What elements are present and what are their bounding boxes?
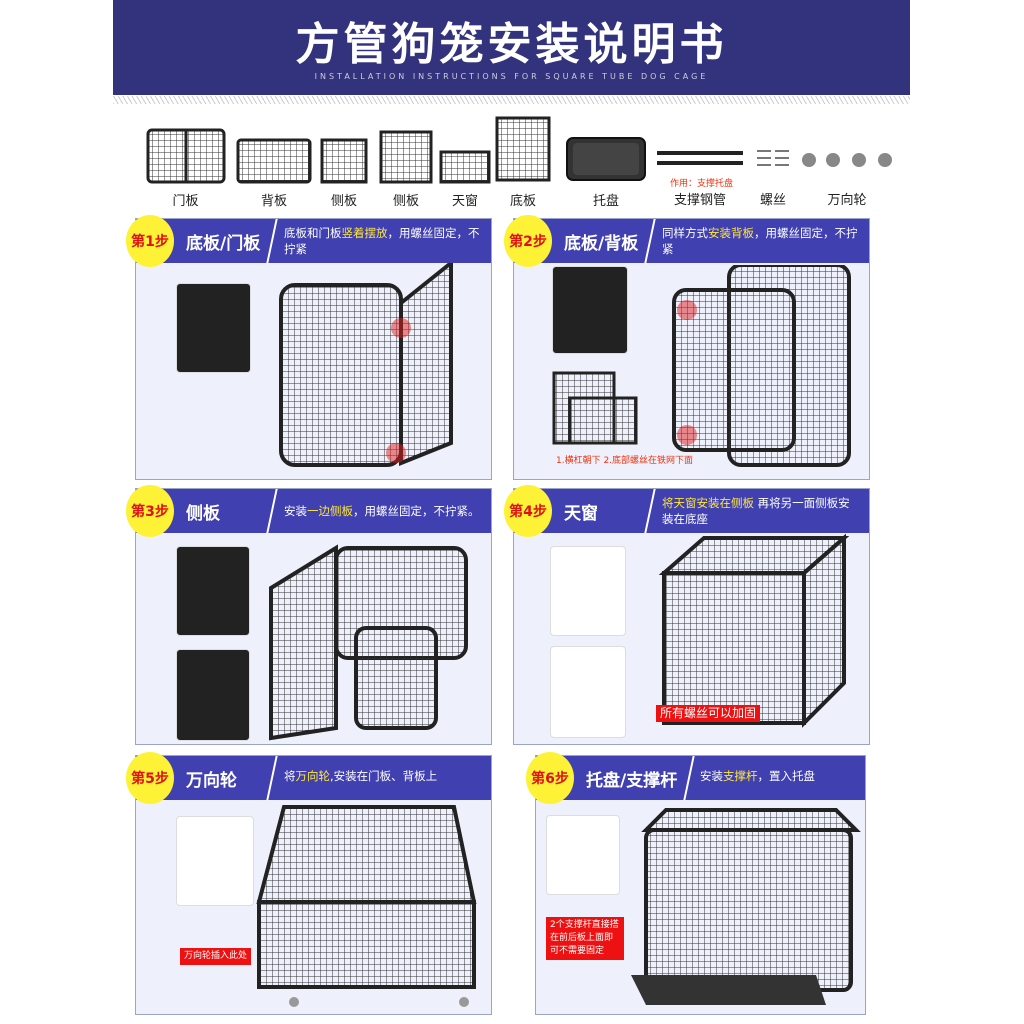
screws-icon [757, 150, 789, 166]
side-panel-icon [320, 138, 368, 184]
detail-image [552, 266, 628, 354]
part-tray: 托盘 [563, 136, 649, 209]
step-3-panel: 第3步侧板 安装一边侧板，用螺丝固定，不拧紧。 [126, 485, 492, 745]
step-5-panel: 第5步万向轮 将万向轮,安装在门板、背板上 万向轮插入此处 [126, 752, 492, 1015]
door-panel-icon [146, 128, 225, 184]
detail-image [176, 649, 250, 741]
step-name: 托盘/支撑杆 [586, 771, 678, 791]
step-badge: 第2步 [504, 215, 552, 267]
step-description: 将天窗安装在侧板 再将另一面侧板安装在底座 [662, 496, 850, 526]
part-back-panel: 背板 [234, 138, 314, 209]
detail-image [176, 546, 250, 636]
step-5-note: 万向轮插入此处 [180, 948, 252, 965]
step-4-note: 所有螺丝可以加固 [656, 705, 761, 722]
step-badge: 第6步 [526, 752, 574, 804]
detail-image [550, 646, 626, 738]
part-caster-wheels: 万向轮 [798, 150, 896, 208]
cage-illustration [279, 263, 453, 467]
step-name: 侧板 [186, 504, 220, 524]
step-badge: 第5步 [126, 752, 174, 804]
step-name: 天窗 [564, 504, 598, 524]
step-description: 底板和门板竖着摆放，用螺丝固定，不拧紧 [284, 226, 480, 256]
cage-illustration [631, 808, 861, 1005]
caster-wheel-icon [802, 153, 892, 167]
step-description: 安装一边侧板，用螺丝固定，不拧紧。 [284, 504, 480, 518]
cage-illustration [269, 544, 468, 741]
step-1-panel: 第1步底板/门板 底板和门板竖着摆放，用螺丝固定，不拧紧 [126, 215, 492, 480]
skylight-panel-icon [439, 150, 491, 184]
cage-illustration [658, 533, 850, 728]
step-description: 将万向轮,安装在门板、背板上 [284, 769, 438, 783]
step-name: 万向轮 [186, 771, 237, 791]
step-2-panel: 第2步底板/背板 同样方式安装背板，用螺丝固定，不拧紧 1.横杠朝下 2.底部螺… [504, 215, 870, 480]
detail-image [546, 815, 620, 895]
part-bottom-panel: 底板 [493, 116, 553, 209]
tray-icon [566, 137, 646, 181]
detail-image [550, 546, 626, 636]
step-4-panel: 第4步天窗 将天窗安装在侧板 再将另一面侧板安装在底座 所有螺丝可以加固 [504, 485, 870, 745]
step-2-note: 1.横杠朝下 2.底部螺丝在铁网下面 [556, 456, 694, 466]
part-screws: 螺丝 [753, 148, 793, 208]
back-panel-icon [236, 138, 312, 184]
page-title: 方管狗笼安装说明书 [295, 19, 728, 70]
step-badge: 第4步 [504, 485, 552, 537]
step-badge: 第1步 [126, 215, 174, 267]
step-6-note: 2个支撑杆直接搭在前后板上面即可不需要固定 [546, 917, 624, 960]
step-6-panel: 第6步托盘/支撑杆 安装支撑杆，置入托盘 2个支撑杆直接搭在前后板上面即可不需要… [526, 752, 866, 1015]
step-description: 同样方式安装背板，用螺丝固定，不拧紧 [662, 226, 858, 256]
cage-illustration [672, 265, 851, 467]
part-support-tube: 作用：支撑托盘 支撑钢管 [654, 148, 746, 208]
detail-cage-image [552, 371, 638, 445]
part-side-panel: 侧板 [377, 130, 435, 209]
part-skylight-panel: 天窗 [437, 150, 493, 209]
detail-image [176, 283, 251, 373]
step-name: 底板/背板 [564, 234, 639, 254]
step-name: 底板/门板 [186, 234, 261, 254]
part-door-panel: 门板 [143, 128, 228, 209]
divider [113, 96, 910, 104]
detail-image [176, 816, 254, 906]
part-side-panel: 侧板 [318, 138, 370, 209]
page-header: 方管狗笼安装说明书 INSTALLATION INSTRUCTIONS FOR … [113, 0, 910, 95]
step-description: 安装支撑杆，置入托盘 [700, 769, 815, 783]
step-badge: 第3步 [126, 485, 174, 537]
side-panel-icon [379, 130, 433, 184]
cage-illustration [256, 805, 477, 1007]
support-tube-icon [657, 151, 743, 165]
page-subtitle: INSTALLATION INSTRUCTIONS FOR SQUARE TUB… [314, 72, 709, 81]
bottom-panel-icon [495, 116, 551, 182]
